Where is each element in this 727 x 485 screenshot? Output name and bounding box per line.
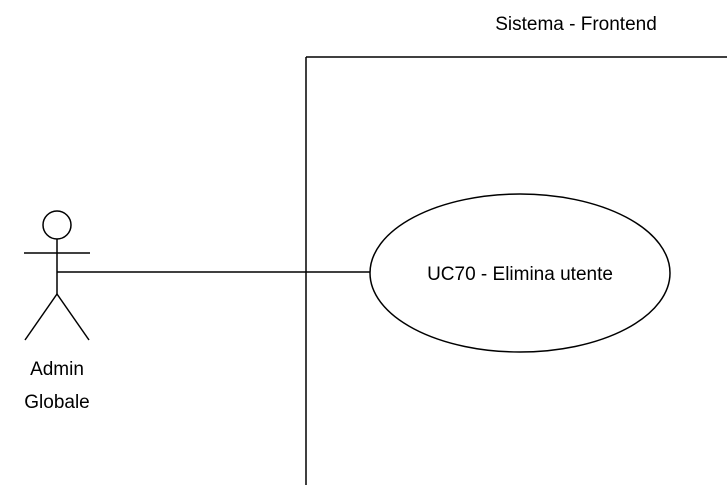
system-title: Sistema - Frontend: [495, 14, 657, 35]
system-boundary: [305, 56, 727, 485]
actor-stick-figure: [24, 210, 90, 341]
actor-head: [42, 210, 72, 240]
use-case-ellipse: [369, 193, 671, 353]
use-case-label: UC70 - Elimina utente: [427, 264, 613, 285]
actor-right-leg: [56, 293, 90, 341]
actor-name-line-1: Admin: [30, 359, 84, 380]
actor-name-line-2: Globale: [24, 392, 90, 413]
actor-left-leg: [24, 293, 58, 341]
